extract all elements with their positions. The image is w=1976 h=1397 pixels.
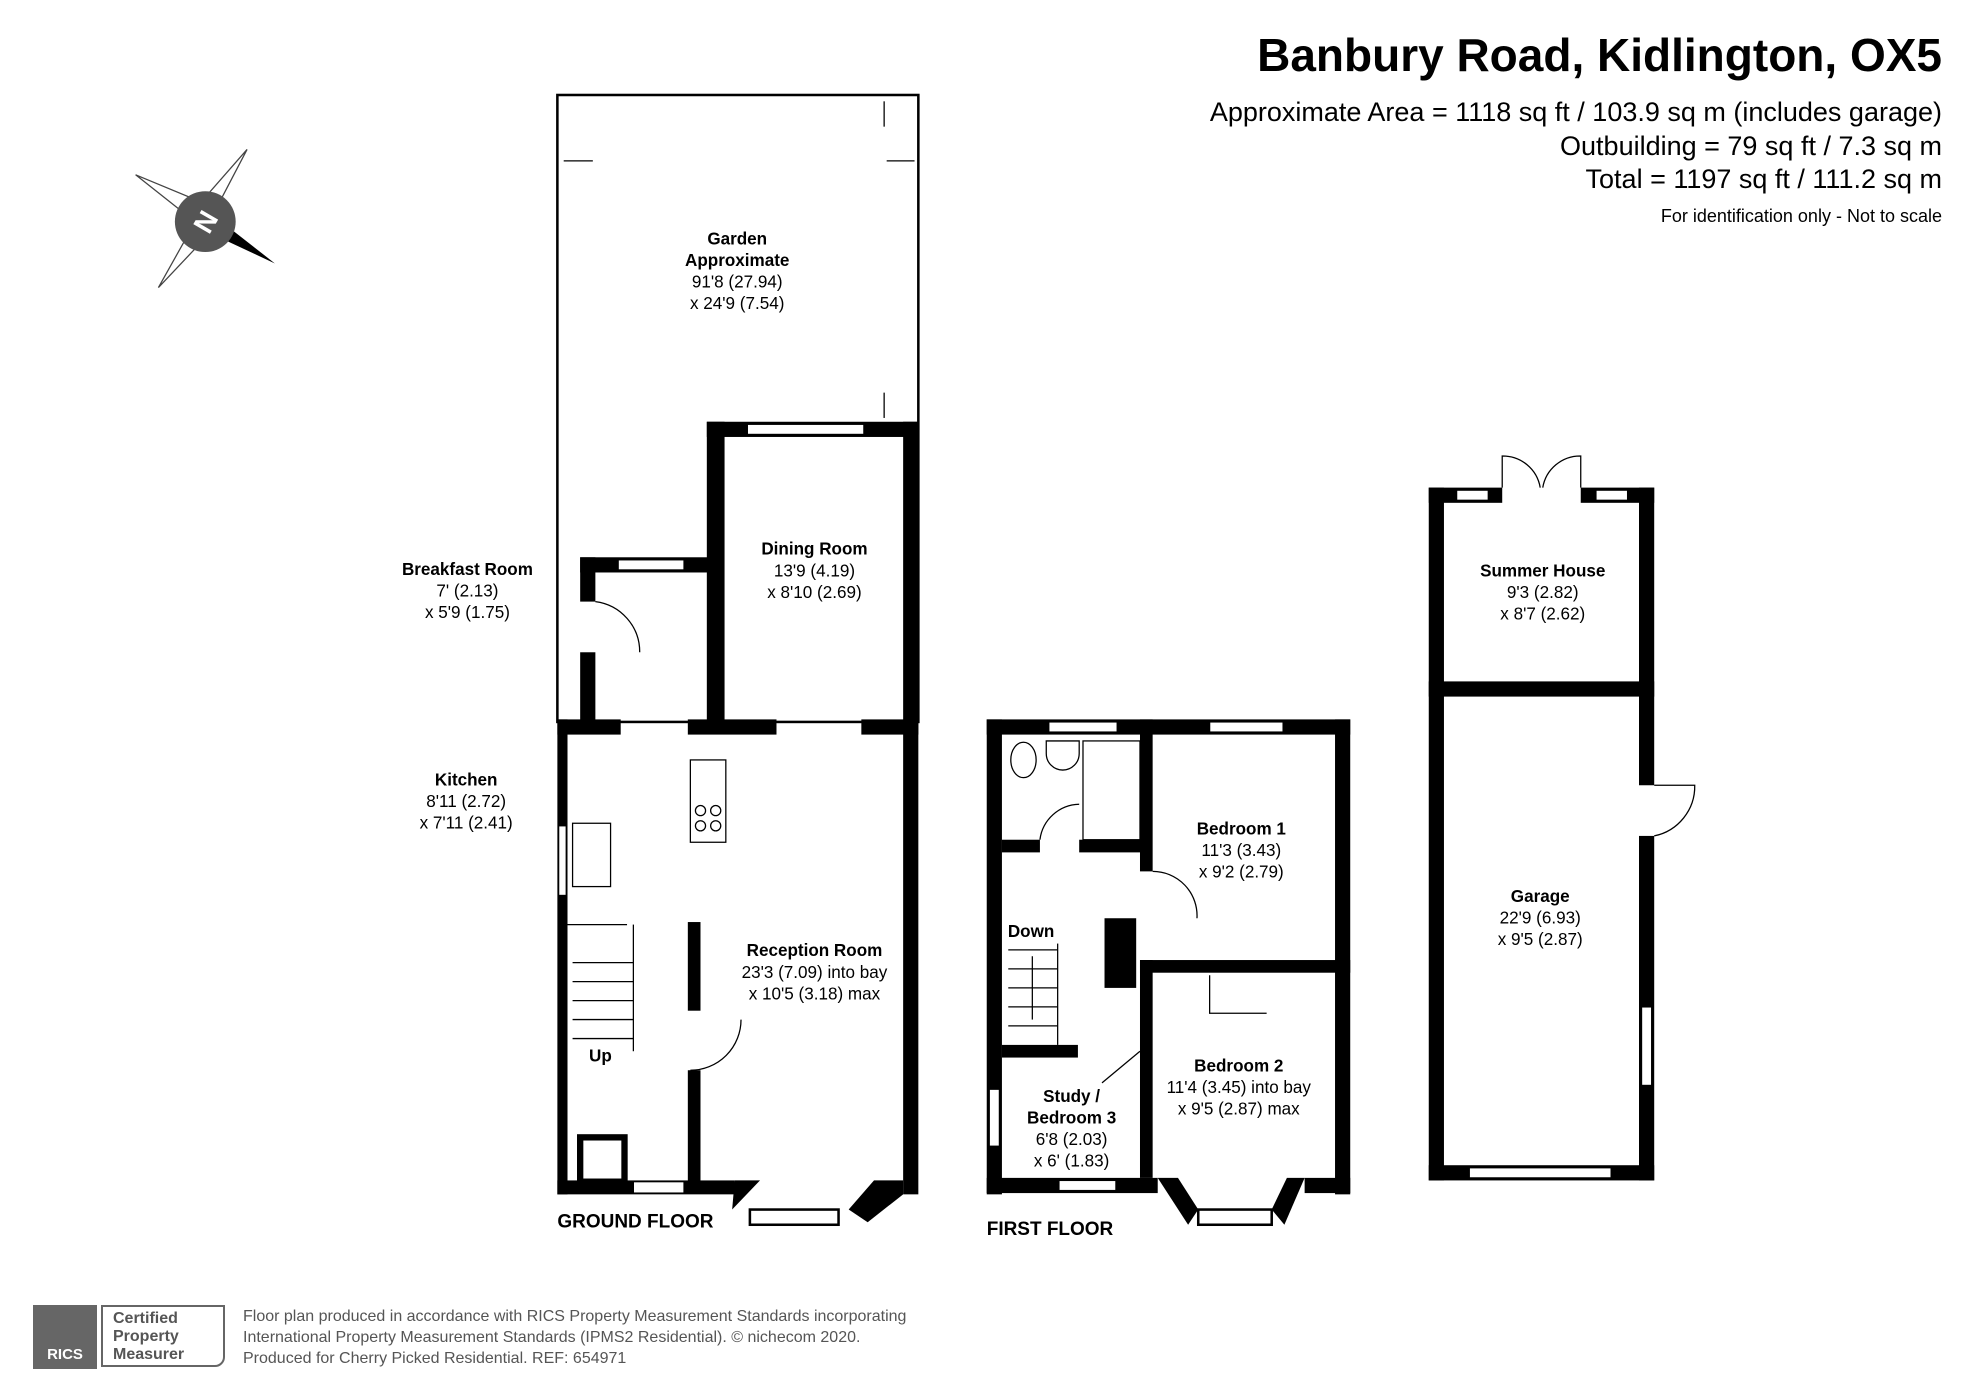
garden-dim2: x 24'9 (7.54) bbox=[690, 294, 784, 313]
reception-name: Reception Room bbox=[747, 941, 883, 960]
garden-area bbox=[556, 93, 920, 724]
breakfast-dim2: x 5'9 (1.75) bbox=[425, 603, 510, 622]
reception-dim1: 23'3 (7.09) into bay bbox=[742, 963, 888, 982]
rics-brand: RICS bbox=[47, 1346, 83, 1363]
rics-badge: RICS Certified Property Measurer bbox=[33, 1305, 229, 1369]
badge-line3: Measurer bbox=[113, 1346, 185, 1363]
outbuilding-walls bbox=[1428, 455, 1696, 1181]
ground-floor-label: GROUND FLOOR bbox=[557, 1211, 713, 1232]
breakfast-dim1: 7' (2.13) bbox=[436, 582, 498, 601]
garage-dim2: x 9'5 (2.87) bbox=[1498, 930, 1583, 949]
garden-name: Garden bbox=[707, 229, 767, 248]
bedroom2-dim2: x 9'5 (2.87) max bbox=[1178, 1100, 1300, 1119]
footer-line2: International Property Measurement Stand… bbox=[243, 1329, 861, 1346]
bedroom2-dim1: 11'4 (3.45) into bay bbox=[1167, 1078, 1312, 1097]
outbuilding-area: Outbuilding = 79 sq ft / 7.3 sq m bbox=[1560, 131, 1942, 161]
total-area: Total = 1197 sq ft / 111.2 sq m bbox=[1585, 164, 1942, 194]
summer-house-dim1: 9'3 (2.82) bbox=[1507, 583, 1579, 602]
footer-text: Floor plan produced in accordance with R… bbox=[243, 1306, 906, 1369]
ground-floor-walls bbox=[557, 421, 919, 1227]
summer-house-dim2: x 8'7 (2.62) bbox=[1500, 604, 1585, 623]
study-dim1: 6'8 (2.03) bbox=[1036, 1130, 1108, 1149]
bedroom1-dim2: x 9'2 (2.79) bbox=[1199, 863, 1284, 882]
kitchen-name: Kitchen bbox=[435, 770, 498, 789]
garage-dim1: 22'9 (6.93) bbox=[1500, 908, 1581, 927]
badge-line1: Certified bbox=[113, 1310, 178, 1327]
approximate-area: Approximate Area = 1118 sq ft / 103.9 sq… bbox=[1209, 97, 1942, 127]
certified-measurer-box: Certified Property Measurer bbox=[101, 1305, 225, 1367]
dining-dim2: x 8'10 (2.69) bbox=[767, 583, 861, 602]
breakfast-name: Breakfast Room bbox=[402, 560, 533, 579]
badge-line2: Property bbox=[113, 1328, 179, 1345]
bedroom2-name: Bedroom 2 bbox=[1194, 1056, 1283, 1075]
dining-dim1: 13'9 (4.19) bbox=[774, 561, 855, 580]
rics-logo: RICS bbox=[33, 1305, 97, 1369]
kitchen-dim2: x 7'11 (2.41) bbox=[420, 813, 513, 832]
stairs-up-label: Up bbox=[589, 1046, 612, 1065]
footer-line1: Floor plan produced in accordance with R… bbox=[243, 1308, 907, 1325]
first-floor-walls bbox=[986, 719, 1351, 1227]
bedroom1-dim1: 11'3 (3.43) bbox=[1201, 841, 1281, 860]
garden-name-2: Approximate bbox=[685, 251, 789, 270]
bedroom1-name: Bedroom 1 bbox=[1197, 820, 1287, 839]
study-name: Study / bbox=[1043, 1087, 1100, 1106]
kitchen-dim1: 8'11 (2.72) bbox=[426, 792, 506, 811]
scale-note: For identification only - Not to scale bbox=[1660, 206, 1942, 226]
summer-house-name: Summer House bbox=[1480, 561, 1605, 580]
first-floor-labels: Bedroom 1 11'3 (3.43) x 9'2 (2.79) Bedro… bbox=[987, 820, 1312, 1240]
footer-line3: Produced for Cherry Picked Residential. … bbox=[243, 1350, 627, 1367]
reception-dim2: x 10'5 (3.18) max bbox=[749, 984, 881, 1003]
study-name-2: Bedroom 3 bbox=[1027, 1108, 1116, 1127]
property-title: Banbury Road, Kidlington, OX5 bbox=[1257, 29, 1942, 81]
garage-name: Garage bbox=[1511, 887, 1570, 906]
outbuilding-labels: Summer House 9'3 (2.82) x 8'7 (2.62) Gar… bbox=[1480, 561, 1605, 949]
compass-icon: N bbox=[135, 149, 275, 288]
stairs-down-label: Down bbox=[1008, 922, 1054, 941]
garden-dim1: 91'8 (27.94) bbox=[692, 273, 783, 292]
study-dim2: x 6' (1.83) bbox=[1034, 1151, 1109, 1170]
first-floor-label: FIRST FLOOR bbox=[987, 1219, 1114, 1240]
dining-name: Dining Room bbox=[761, 540, 867, 559]
ground-floor-labels: Garden Approximate 91'8 (27.94) x 24'9 (… bbox=[402, 229, 888, 1232]
